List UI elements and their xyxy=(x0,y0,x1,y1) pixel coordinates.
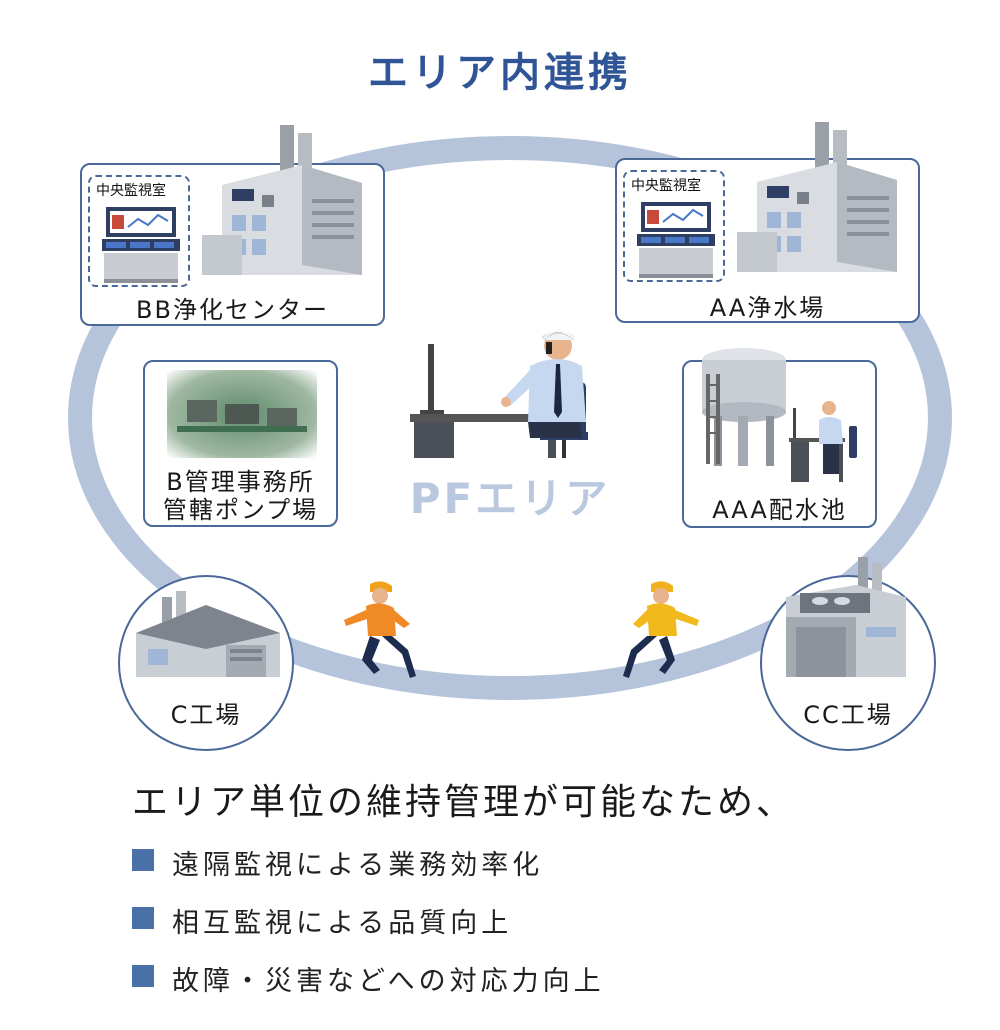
site-circle-c-factory: C工場 xyxy=(118,575,294,751)
benefit-list: 遠隔監視による業務効率化 相互監視による品質向上 故障・災害などへの対応力向上 xyxy=(132,843,605,1017)
control-panel-icon xyxy=(102,207,180,283)
monitor-room-box: 中央監視室 xyxy=(88,175,190,287)
list-item: 故障・災害などへの対応力向上 xyxy=(132,959,605,1017)
site-name: AA浄水場 xyxy=(709,294,826,322)
worker-running-icon xyxy=(344,581,416,678)
site-card-aa-plant: 中央監視室 AA浄水場 xyxy=(615,122,920,323)
operator-desk-icon xyxy=(410,330,588,458)
diagram-title: エリア内連携 xyxy=(368,50,632,96)
operator-desk-icon xyxy=(789,401,857,482)
site-name: AAA配水池 xyxy=(712,496,847,524)
pf-area-label: PFエリア xyxy=(409,474,611,523)
benefit-text: 遠隔監視による業務効率化 xyxy=(172,850,544,881)
site-name-line1: B管理事務所 xyxy=(166,468,315,496)
site-circle-cc-factory: CC工場 xyxy=(760,557,936,751)
benefit-text: 相互監視による品質向上 xyxy=(172,908,513,939)
site-card-bb-center: 中央監視室 BB浄化センター xyxy=(80,125,385,326)
area-ring xyxy=(68,136,952,700)
bullet-square-icon xyxy=(132,907,154,929)
bullet-square-icon xyxy=(132,849,154,871)
monitor-room-label: 中央監視室 xyxy=(631,178,701,194)
monitor-room-label: 中央監視室 xyxy=(96,183,166,199)
summary-text: エリア単位の維持管理が可能なため、 xyxy=(132,782,796,823)
water-tank-icon xyxy=(702,348,786,466)
factory-icon xyxy=(786,557,906,677)
list-item: 相互監視による品質向上 xyxy=(132,901,605,959)
treatment-plant-icon xyxy=(202,125,362,275)
water-plant-icon xyxy=(737,122,897,272)
pump-room-photo xyxy=(167,370,317,458)
site-name-line2: 管轄ポンプ場 xyxy=(162,496,319,524)
list-item: 遠隔監視による業務効率化 xyxy=(132,843,605,901)
monitor-room-box: 中央監視室 xyxy=(623,170,725,282)
benefit-text: 故障・災害などへの対応力向上 xyxy=(172,966,605,997)
site-name: CC工場 xyxy=(803,701,893,729)
site-card-aaa-reservoir: AAA配水池 xyxy=(682,348,877,528)
site-card-b-office: B管理事務所 管轄ポンプ場 xyxy=(143,360,338,527)
control-panel-icon xyxy=(637,202,715,278)
bullet-square-icon xyxy=(132,965,154,987)
site-name: BB浄化センター xyxy=(136,296,329,324)
site-name: C工場 xyxy=(170,701,242,729)
worker-running-icon xyxy=(623,581,699,678)
factory-icon xyxy=(136,591,280,677)
